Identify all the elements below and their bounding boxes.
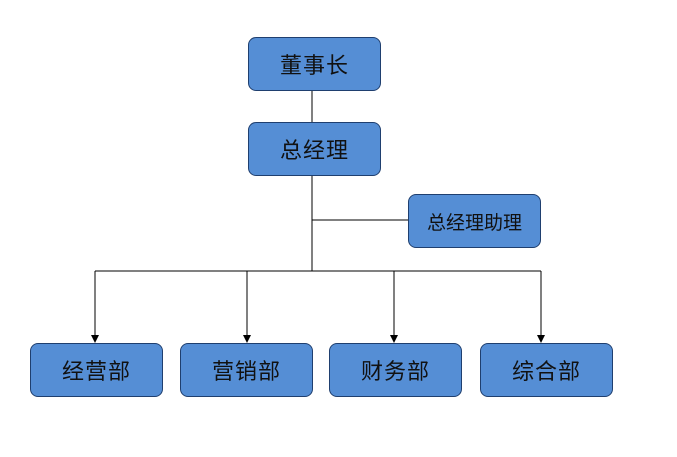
department-node-finance: 财务部 (329, 343, 462, 397)
chairman-label: 董事长 (279, 54, 349, 79)
department-label: 经营部 (61, 360, 131, 385)
department-label: 财务部 (360, 360, 430, 385)
assistant-node: 总经理助理 (408, 194, 541, 248)
department-label: 营销部 (211, 360, 281, 385)
department-node-marketing: 营销部 (180, 343, 313, 397)
general-manager-label: 总经理 (279, 139, 349, 164)
department-label: 综合部 (511, 360, 581, 385)
chairman-node: 董事长 (248, 37, 381, 91)
general-manager-node: 总经理 (248, 122, 381, 176)
assistant-label: 总经理助理 (426, 211, 522, 234)
department-node-general-affairs: 综合部 (480, 343, 613, 397)
department-node-operations: 经营部 (30, 343, 163, 397)
